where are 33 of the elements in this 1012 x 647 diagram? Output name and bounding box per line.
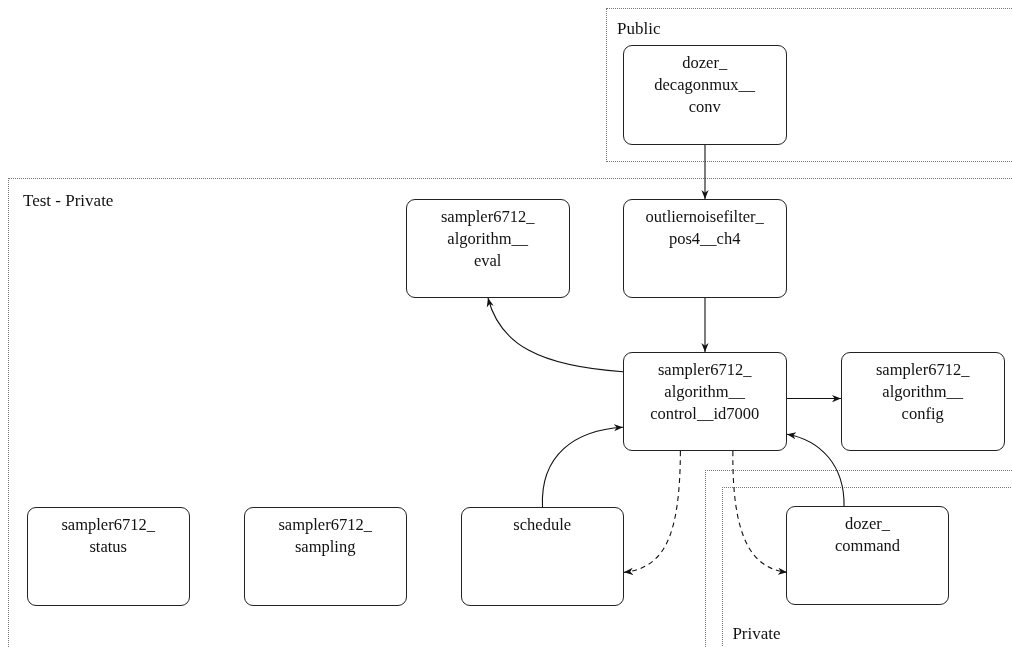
process-box	[622, 351, 787, 451]
process-box	[405, 198, 570, 298]
arrow	[701, 297, 709, 353]
process-box	[243, 506, 407, 606]
cluster-frame	[8, 178, 1012, 647]
process-box	[786, 506, 950, 606]
cluster-label: Private	[732, 624, 781, 645]
process-box	[460, 506, 624, 606]
node-label: schedule	[512, 513, 573, 536]
process-box	[26, 506, 190, 606]
arrow	[487, 297, 624, 373]
node-label: sampler6712_ algorithm__ control__id7000	[649, 358, 761, 425]
node-label: dozer_ command	[834, 513, 902, 558]
process-box	[622, 44, 787, 145]
node-label: dozer_ decagonmux__ conv	[653, 51, 757, 118]
process-box	[840, 351, 1005, 451]
process-box	[622, 198, 787, 298]
arrow	[623, 450, 681, 575]
arrow	[541, 424, 624, 508]
arrow	[786, 394, 842, 403]
node-label: sampler6712_ algorithm__ eval	[439, 205, 536, 272]
arrow	[732, 450, 788, 575]
node-label: outliernoisefilter_ pos4__ch4	[644, 205, 765, 250]
arrow	[701, 144, 709, 200]
cluster-band	[704, 469, 1012, 647]
cluster-frame	[606, 8, 1012, 162]
node-label: sampler6712_ algorithm__ config	[874, 358, 971, 425]
cluster-label: Public	[617, 19, 661, 39]
arrow	[786, 432, 845, 508]
cluster-frame	[722, 487, 1012, 647]
node-label: sampler6712_ sampling	[277, 513, 373, 558]
cluster-label: Test - Private	[23, 191, 114, 211]
node-label: sampler6712_ status	[60, 513, 156, 558]
